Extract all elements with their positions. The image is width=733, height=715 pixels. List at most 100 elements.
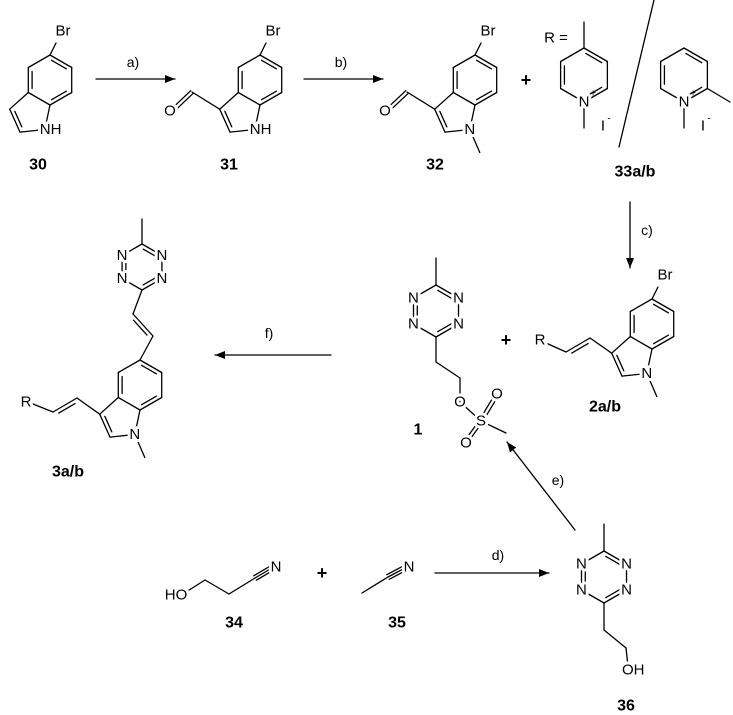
cmpd34-n-label: N: [271, 559, 282, 576]
cmpd30-nh-label: NH: [40, 121, 62, 138]
cmpd3-bond: [117, 359, 141, 374]
cmpd2-vinyl-double-inner: [571, 342, 589, 354]
cmpd2-bond: [646, 348, 653, 375]
cmpd33a-bond: [559, 87, 585, 103]
cmpd34-chain: [204, 579, 230, 595]
cmpd34-triple-bond: [253, 565, 272, 577]
cmpd2-r-bond: [545, 342, 567, 353]
arrow-b-head: [373, 75, 383, 83]
cmpd3-bond-inner: [104, 415, 113, 433]
cmpd31-bond: [254, 104, 261, 131]
cmpd33b-iodide-charge: -: [707, 114, 710, 125]
cmpd33b-methyl: [706, 87, 731, 103]
cmpd2-n-methyl: [646, 372, 658, 398]
compound-label-3: 3a/b: [52, 464, 84, 481]
cmpd33b-charge-plus: +: [690, 89, 696, 100]
cmpd33a-iodide-charge: -: [607, 114, 610, 125]
cmpd32-o-label: O: [379, 103, 391, 120]
cmpd1-tetrazine-n-label: N: [408, 316, 419, 333]
cmpd3-vinyl2-bond: [139, 335, 154, 361]
compound-label-30: 30: [29, 157, 47, 174]
cmpd31-bond: [229, 128, 256, 133]
cmpd32-bond-inner: [475, 59, 492, 70]
cmpd32-co-double: [389, 92, 409, 111]
cmpd32-bond: [452, 54, 476, 69]
cmpd3-tetrazine-bond: [141, 277, 163, 291]
cmpd30-bond-inner: [50, 59, 67, 70]
cmpd34-chain: [185, 579, 206, 593]
cmpd33b-bond: [659, 87, 685, 103]
arrow-d-head: [539, 569, 549, 577]
cmpd35-n-label: N: [404, 559, 415, 576]
cmpd2-r-label: R: [535, 332, 546, 349]
cmpd31-br-label: Br: [266, 23, 281, 40]
cmpd3-vinyl2-double: [132, 313, 154, 337]
cmpd31-bond-inner: [260, 59, 277, 70]
cmpd33b-bond-inner: [685, 52, 703, 64]
cmpd30-br-label: Br: [56, 23, 71, 40]
cmpd2-bond: [611, 335, 631, 354]
cmpd3-bond: [99, 396, 119, 415]
cmpd33a-bond-inner: [585, 86, 603, 98]
arrow-a-head: [165, 75, 175, 83]
reagent-label-c: c): [641, 222, 653, 238]
compound-label-35: 35: [388, 615, 406, 632]
cmpd2-bond-inner: [652, 334, 669, 345]
cmpd3-tetrazine-n-label: N: [117, 270, 128, 287]
cmpd32-br-label: Br: [481, 23, 496, 40]
cmpd31-bond: [259, 91, 283, 106]
cmpd3-n-methyl: [134, 433, 146, 459]
cmpd32-cho-bond: [406, 91, 436, 110]
cmpd36-tetrazine-n-label: N: [576, 582, 587, 599]
cmpd36-tetrazine-n-label: N: [621, 556, 632, 573]
compound-label-33: 33a/b: [615, 164, 656, 181]
cmpd1-tetrazine-bond-inner: [437, 322, 454, 333]
cmpd2-bond: [629, 335, 653, 350]
cmpd32-bond: [474, 54, 498, 69]
cmpd3-tetrazine-bond: [141, 243, 163, 257]
cmpd1-tetrazine-bond: [435, 323, 460, 338]
cmpd36-tetrazine-n-label: N: [576, 556, 587, 573]
cmpd36-tetrazine-bond: [580, 589, 605, 604]
cmpd3-vinyl2-double-inner: [132, 319, 148, 336]
arrow-f-head: [215, 351, 225, 359]
cmpd35-triple-bond: [388, 569, 407, 580]
cmpd3-r-label: R: [21, 394, 32, 411]
cmpd1-tetrazine-n-label: N: [408, 290, 419, 307]
cmpd35-triple-bond: [387, 567, 406, 578]
cmpd1-os-bond: [459, 401, 482, 422]
arrow-c-head: [626, 258, 634, 268]
cmpd31-bond: [259, 54, 283, 69]
cmpd1-so-double: [478, 394, 496, 421]
cmpd31-bond: [219, 108, 231, 133]
cmpd1-o-label: O: [491, 386, 503, 403]
cmpd3-n-label: N: [129, 426, 140, 443]
cmpd1-chain: [435, 361, 461, 379]
cmpd33b-n-label: N: [679, 94, 690, 111]
cmpd30-bond: [27, 91, 51, 106]
cmpd1-tetrazine-bond: [412, 284, 437, 299]
cmpd3-tetrazine-bond: [121, 277, 143, 291]
cmpd32-co-double: [387, 90, 407, 109]
cmpd2-n-label: N: [641, 365, 652, 382]
cmpd30-bond: [49, 91, 73, 106]
cmpd3-tetrazine-n-label: N: [156, 247, 167, 264]
cmpd3-bond: [117, 396, 141, 411]
compound-label-2: 2a/b: [589, 399, 621, 416]
cmpd30-br-bond: [49, 42, 57, 56]
reagent-label-d: d): [492, 547, 504, 563]
cmpd3-bond: [134, 409, 141, 436]
cmpd32-bond-inner: [475, 90, 492, 101]
cmpd36-tetrazine-n-label: N: [621, 582, 632, 599]
cmpd36-tetrazine-bond-inner: [605, 555, 622, 566]
cmpd33b-bond-inner: [685, 86, 703, 98]
reagent-label-e: e): [552, 472, 564, 488]
cmpd1-o-label: O: [460, 435, 472, 452]
cmpd2-br-label: Br: [658, 267, 673, 284]
cmpd3-bond-inner: [140, 364, 157, 375]
cmpd33a-bond-inner: [585, 52, 603, 64]
cmpd34-triple-bond: [255, 569, 274, 581]
cmpd2-bond: [621, 372, 648, 377]
cmpd31-br-bond: [259, 42, 267, 56]
